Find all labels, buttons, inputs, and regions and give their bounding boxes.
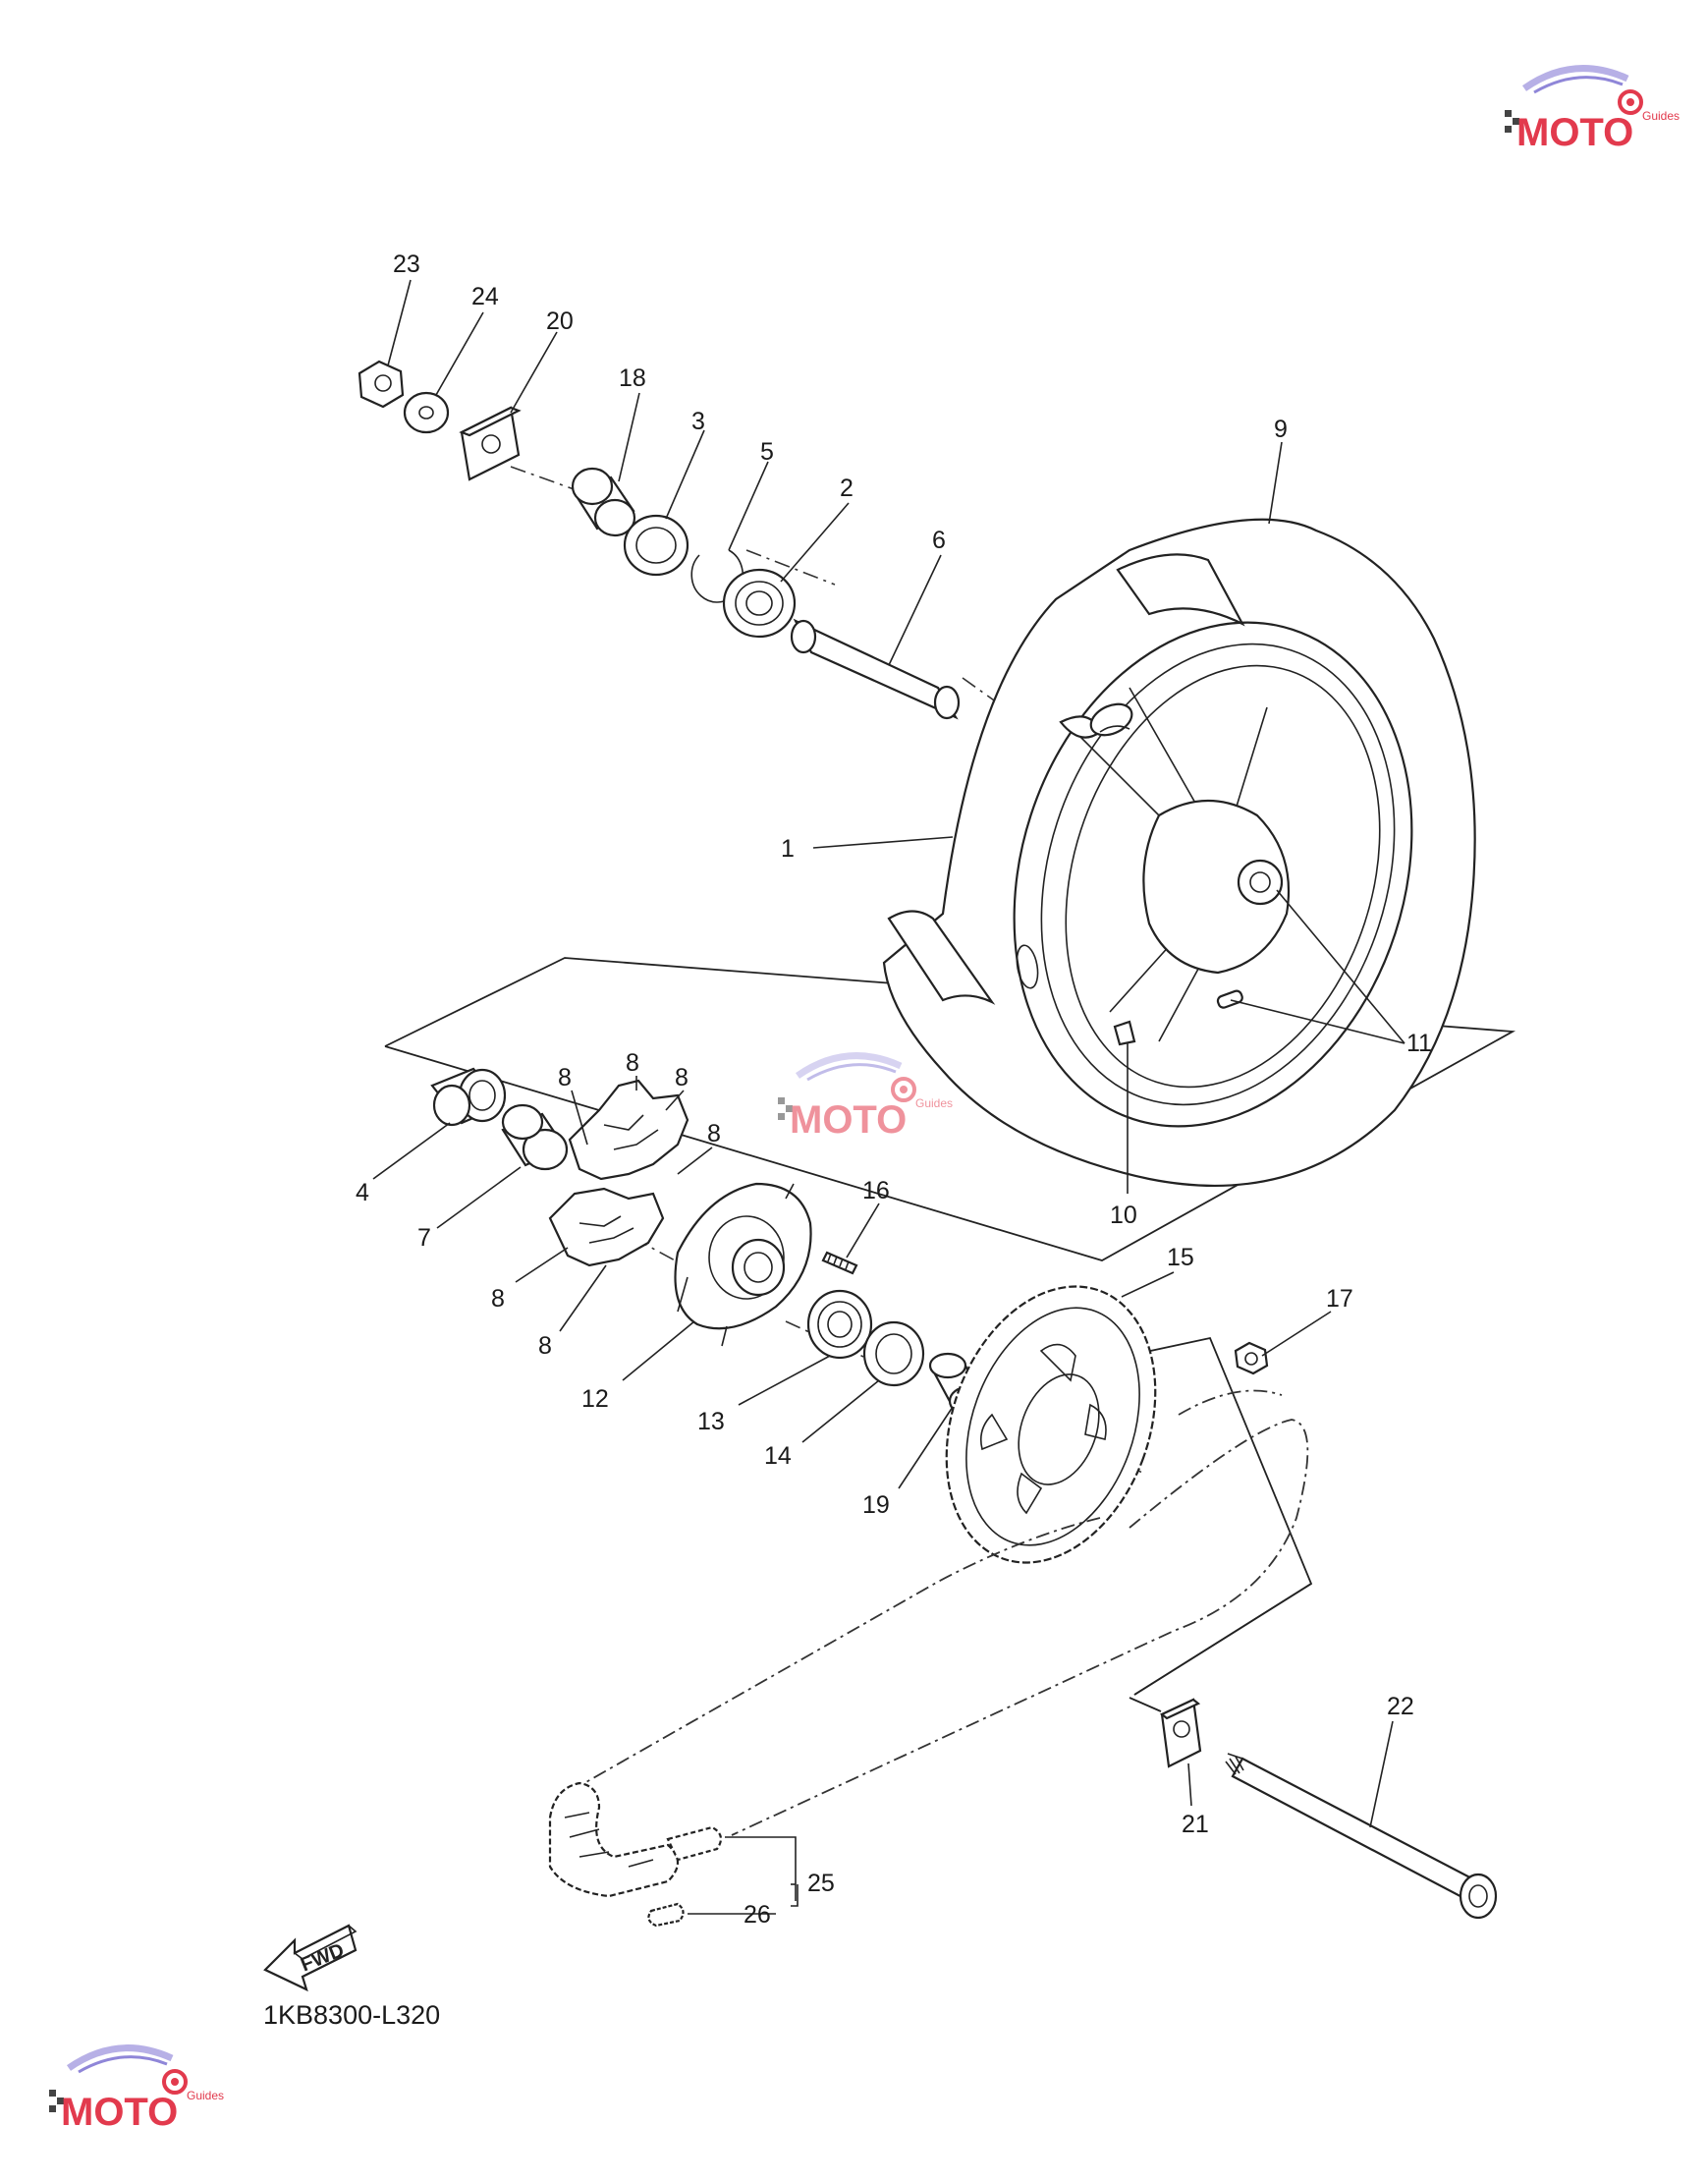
svg-text:Guides: Guides: [915, 1096, 953, 1110]
part-1-wheel: [1013, 621, 1413, 1128]
svg-text:Guides: Guides: [1642, 109, 1680, 123]
callout-5: 5: [760, 438, 774, 466]
callout-labels: 23 24 20 18 3 5 2 6 9 1 11 10 4 7 8 8 8 …: [356, 251, 1432, 1929]
svg-text:MOTO: MOTO: [61, 2091, 178, 2134]
part-22-axle: [1225, 1753, 1498, 1920]
callout-15: 15: [1167, 1244, 1194, 1271]
callout-19: 19: [862, 1491, 890, 1519]
callout-8-a: 8: [558, 1064, 572, 1091]
watermark-logo-middle: MOTO Guides: [778, 1056, 953, 1142]
part-18-collar: [571, 467, 636, 537]
callout-11: 11: [1406, 1030, 1432, 1057]
callout-3: 3: [691, 408, 705, 435]
part-23-nut: [358, 360, 405, 409]
part-16-stud: [821, 1251, 858, 1275]
diagram-code: 1KB8300-L320: [263, 2000, 440, 2030]
callout-23: 23: [393, 251, 420, 278]
callout-7: 7: [417, 1224, 431, 1252]
part-15-sprocket: [945, 1285, 1157, 1564]
callout-17: 17: [1326, 1285, 1353, 1313]
callout-4: 4: [356, 1179, 369, 1206]
callout-18: 18: [619, 364, 646, 392]
callout-24: 24: [471, 283, 499, 310]
callout-20: 20: [546, 308, 574, 335]
part-21-block: [1159, 1698, 1202, 1768]
callout-8-c: 8: [675, 1064, 689, 1091]
callout-1: 1: [781, 835, 795, 863]
callout-8-f: 8: [538, 1332, 552, 1360]
callout-13: 13: [697, 1408, 725, 1435]
callout-8-d: 8: [707, 1120, 721, 1147]
callout-2: 2: [840, 475, 854, 502]
part-2-bearing: [722, 568, 797, 639]
part-5-circlip: [690, 549, 744, 603]
callout-6: 6: [932, 527, 946, 554]
svg-text:MOTO: MOTO: [1516, 111, 1633, 154]
part-3-oil-seal: [623, 514, 689, 577]
callout-16: 16: [862, 1177, 890, 1204]
callout-9: 9: [1274, 416, 1288, 443]
callout-14: 14: [764, 1442, 792, 1470]
part-20-block: [459, 406, 522, 481]
leader-lines: [372, 279, 1405, 1915]
chain-puller-box-edge: [1129, 1697, 1162, 1712]
part-13-bearing: [806, 1289, 873, 1360]
part-17-nut: [1234, 1341, 1269, 1375]
watermark-logo-bottom: MOTO Guides: [49, 2048, 224, 2134]
part-12-sprocket-hub: [674, 1182, 812, 1347]
svg-text:MOTO: MOTO: [790, 1098, 907, 1142]
tire-cutaway: [887, 553, 1245, 1005]
callout-10: 10: [1110, 1202, 1137, 1229]
wheel-assembly-box: [384, 957, 1516, 1261]
svg-text:Guides: Guides: [187, 2089, 224, 2102]
part-4-bearing: [430, 1067, 507, 1127]
part-6-spacer: [790, 618, 961, 720]
callout-26: 26: [744, 1901, 771, 1929]
callout-8-b: 8: [626, 1049, 639, 1077]
part-14-oil-seal: [862, 1320, 925, 1387]
fwd-arrow-icon: FWD: [263, 1924, 358, 1992]
part-7-collar: [501, 1103, 569, 1171]
part-8-damper-lower: [548, 1187, 665, 1267]
callout-12: 12: [581, 1385, 609, 1413]
callout-21: 21: [1182, 1811, 1209, 1838]
callout-25: 25: [807, 1870, 835, 1897]
part-25-chain: [548, 1389, 1309, 1898]
part-26-joint: [647, 1902, 685, 1928]
part-8-damper-upper: [568, 1079, 689, 1181]
part-24-washer: [403, 391, 450, 434]
callout-22: 22: [1387, 1693, 1414, 1720]
callout-8-e: 8: [491, 1285, 505, 1313]
chain-puller-box: [1133, 1583, 1312, 1696]
watermark-logo-top: MOTO Guides: [1505, 69, 1680, 154]
